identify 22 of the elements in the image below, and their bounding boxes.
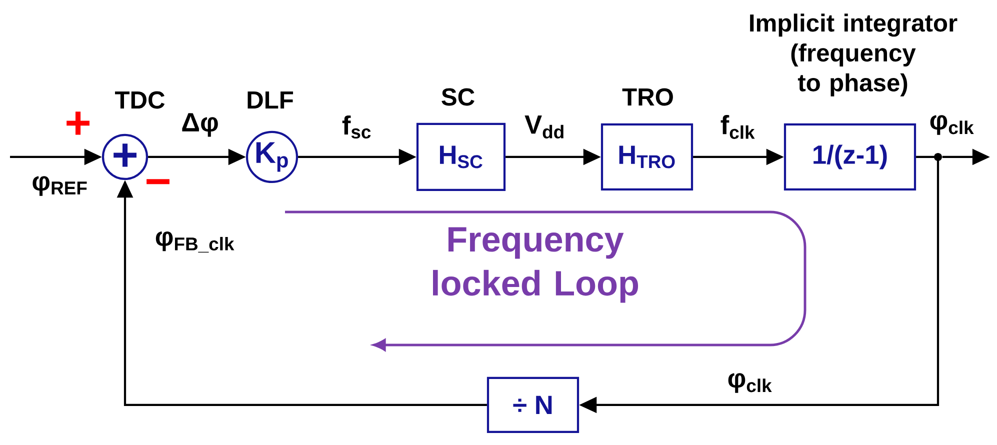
signal-label: φ$_{REF}$	[32, 176, 87, 196]
block-box: 1/(z-1)	[784, 123, 916, 191]
signal-label: Δφ	[182, 113, 218, 137]
signal-label: f$_{clk}$	[720, 115, 755, 139]
block-box: H$_{TRO}$	[600, 123, 694, 191]
sign-label: +	[66, 112, 90, 135]
summing-junction: +	[102, 134, 148, 180]
loop-label: Frequency locked Loop	[433, 227, 638, 303]
block-heading: Implicit integrator (frequency to phase)	[750, 14, 958, 96]
signal-label: f$_{sc}$	[342, 115, 371, 139]
block-heading: TRO	[622, 88, 673, 106]
junction-dot	[934, 152, 942, 161]
block-box: H$_{SC}$	[416, 122, 506, 192]
signal-label: φ$_{FB_clk}$	[156, 231, 234, 253]
signal-label: φ$_{clk}$	[728, 373, 772, 393]
block-box: ÷ N	[486, 376, 580, 434]
block-heading: TDC	[115, 91, 165, 109]
block-heading: SC	[442, 88, 474, 106]
block-heading: DLF	[248, 92, 294, 108]
sign-label: −	[146, 179, 170, 184]
signal-label: φ$_{clk}$	[930, 115, 974, 135]
signal-label: V$_{dd}$	[524, 116, 564, 138]
